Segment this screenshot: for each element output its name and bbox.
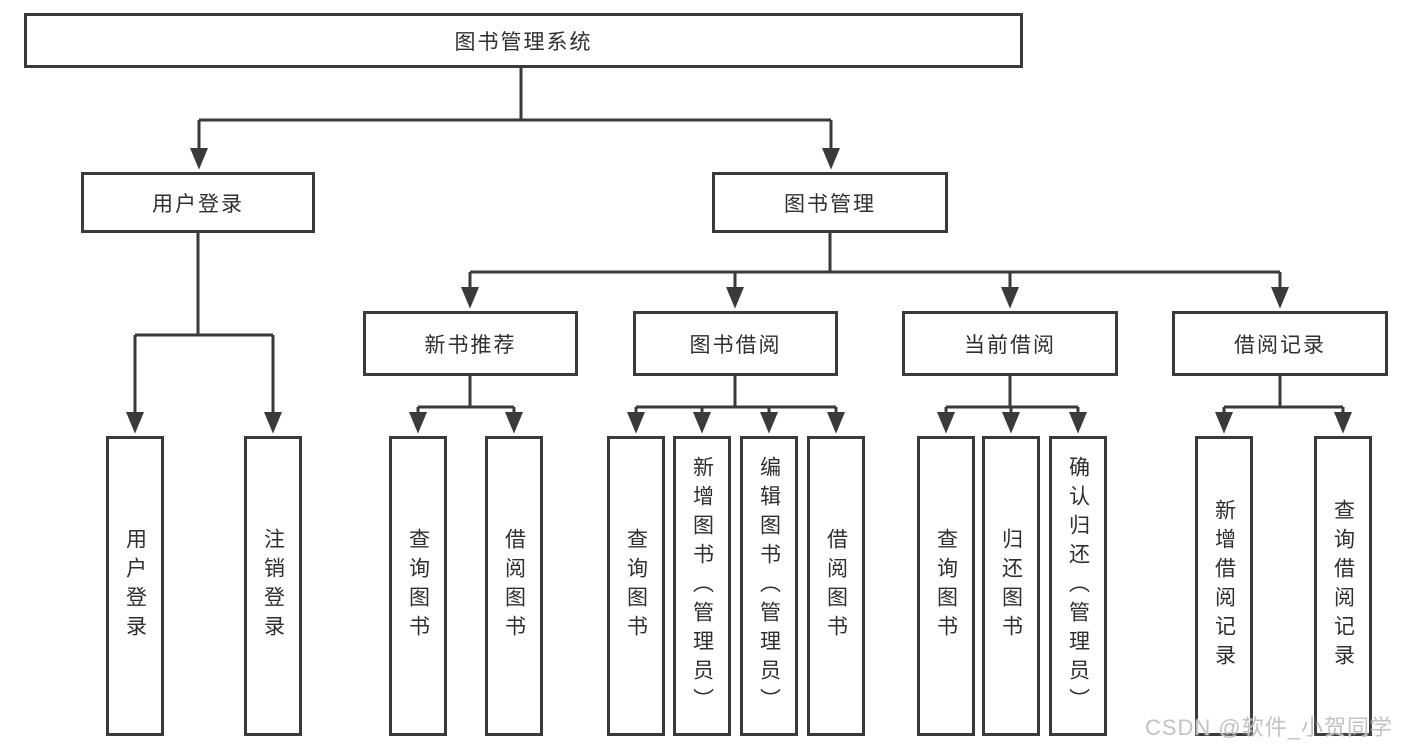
new-book-recommend-subtree-edges xyxy=(409,376,523,434)
csdn-watermark: CSDN @软件_小贺同学 xyxy=(1144,715,1393,740)
leaf-query-book-borrow: 查询图书 xyxy=(607,436,665,736)
leaf-query-borrow-record: 查询借阅记录 xyxy=(1314,436,1372,736)
leaf-edit-book-admin: 编辑图书（管理员） xyxy=(740,436,798,736)
node-root-library-system: 图书管理系统 xyxy=(24,13,1023,68)
leaf-logout: 注销登录 xyxy=(244,436,302,736)
leaf-confirm-return-admin: 确认归还（管理员） xyxy=(1049,436,1107,736)
node-borrow-record: 借阅记录 xyxy=(1172,311,1388,376)
user-login-subtree-edges xyxy=(126,233,282,434)
borrow-record-subtree-edges xyxy=(1215,376,1352,434)
root-to-level2-edges xyxy=(190,68,840,170)
node-new-book-recommend: 新书推荐 xyxy=(363,311,578,376)
leaf-add-book-admin: 新增图书（管理员） xyxy=(673,436,731,736)
node-book-borrow: 图书借阅 xyxy=(633,311,838,376)
current-borrow-subtree-edges xyxy=(937,376,1087,434)
node-book-management-branch: 图书管理 xyxy=(712,172,948,233)
leaf-user-login: 用户登录 xyxy=(106,436,164,736)
leaf-return-book: 归还图书 xyxy=(982,436,1040,736)
book-borrow-subtree-edges xyxy=(627,376,845,434)
leaf-add-borrow-record: 新增借阅记录 xyxy=(1195,436,1253,736)
leaf-borrow-book-recommend: 借阅图书 xyxy=(485,436,543,736)
node-user-login-branch: 用户登录 xyxy=(81,172,315,233)
leaf-query-book-current: 查询图书 xyxy=(917,436,975,736)
book-management-to-groups-edges xyxy=(461,233,1289,309)
leaf-query-book-recommend: 查询图书 xyxy=(389,436,447,736)
leaf-borrow-book: 借阅图书 xyxy=(807,436,865,736)
node-current-borrow: 当前借阅 xyxy=(902,311,1118,376)
